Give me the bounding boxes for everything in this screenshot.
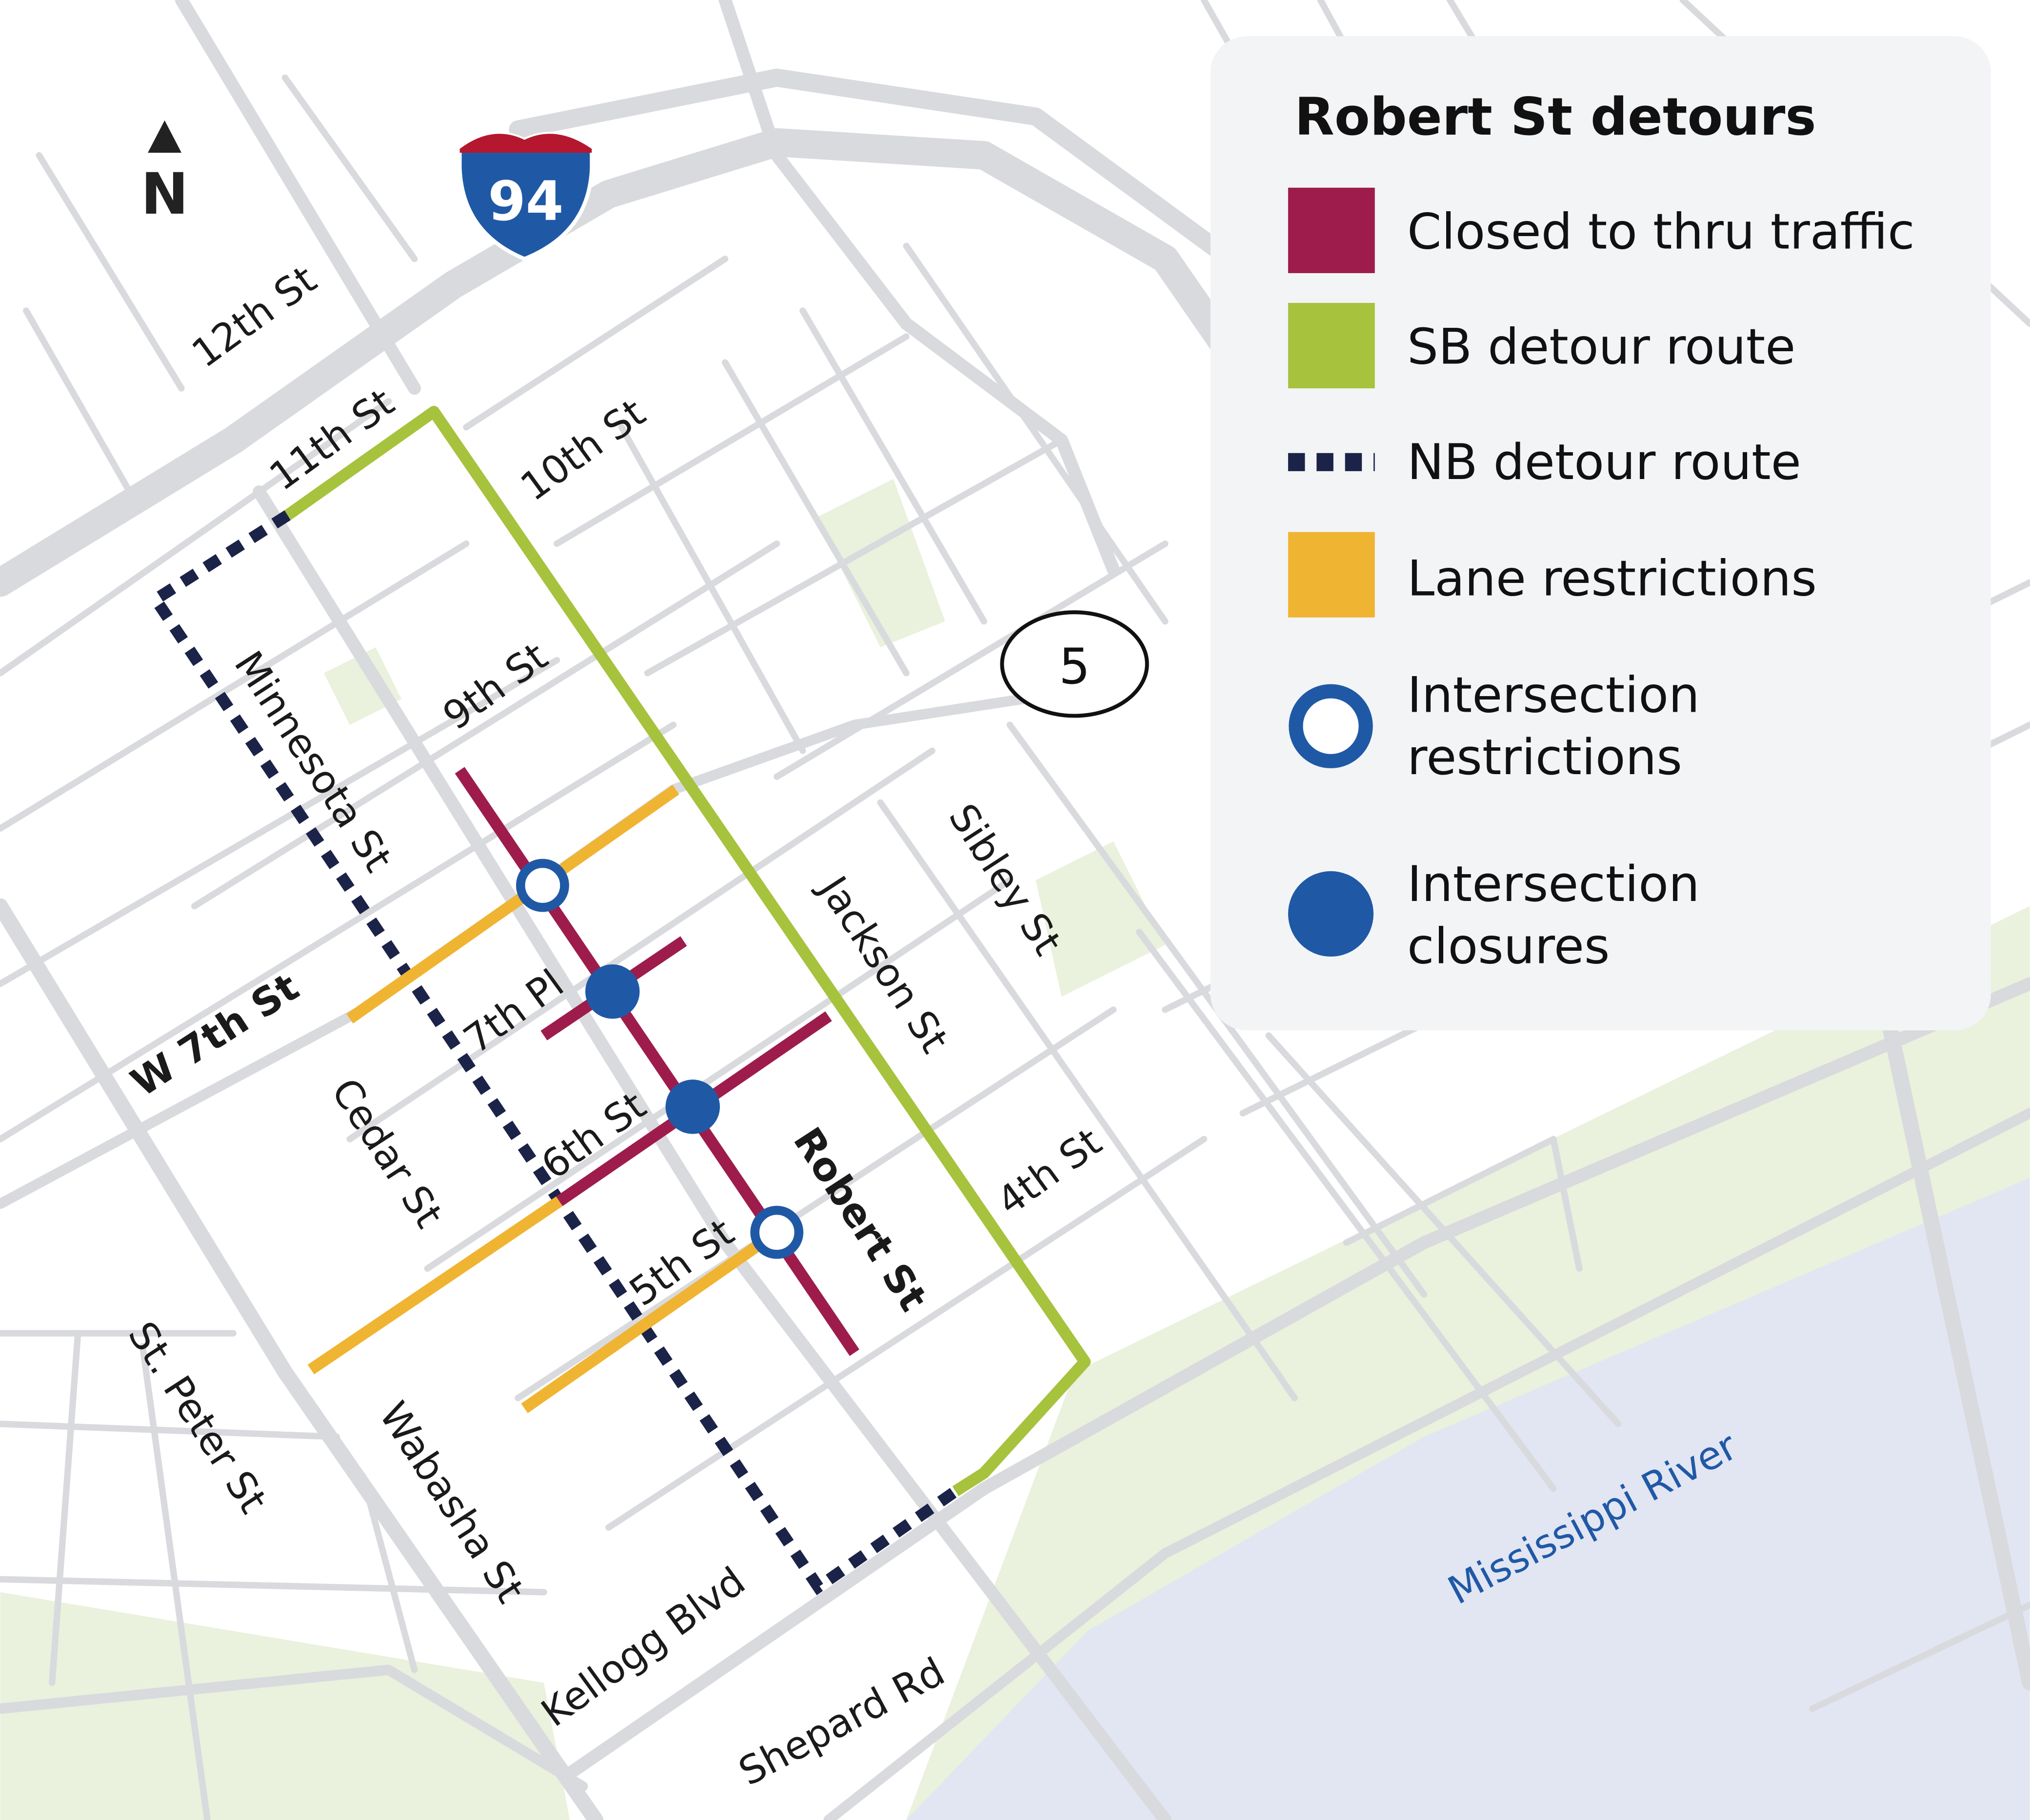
legend-sb-swatch	[1288, 302, 1375, 389]
north-arrow: N	[141, 120, 189, 227]
interstate-94-shield-icon: 94	[458, 132, 594, 261]
sb-detour-route	[284, 405, 1091, 1497]
legend-nb-label: NB detour route	[1407, 433, 1801, 491]
legend-filled-circle-icon	[1288, 871, 1374, 957]
lane-restrictions	[307, 784, 780, 1413]
svg-text:N: N	[141, 161, 189, 227]
intersection-restriction-icon	[750, 1205, 804, 1259]
intersection-closure-icon	[665, 1080, 720, 1134]
highway-5-shield-icon: 5	[1000, 610, 1149, 718]
legend-sb-label: SB detour route	[1407, 318, 1795, 376]
legend-lane-label: Lane restrictions	[1407, 550, 1817, 607]
legend-restrictions-label-1: Intersection	[1407, 666, 1700, 723]
legend: Robert St detours Closed to thru traffic…	[1210, 36, 1991, 1031]
north-arrow-icon	[148, 120, 182, 153]
svg-text:5: 5	[1059, 638, 1090, 695]
legend-closed-label: Closed to thru traffic	[1407, 202, 1915, 260]
svg-text:94: 94	[488, 170, 563, 233]
legend-closures-label-1: Intersection	[1407, 855, 1700, 913]
intersection-closure-icon	[585, 964, 640, 1019]
legend-restrictions-label-2: restrictions	[1407, 728, 1682, 786]
legend-title: Robert St detours	[1294, 87, 1816, 147]
legend-closed-swatch	[1288, 187, 1375, 273]
legend-closures-label-2: closures	[1407, 917, 1610, 975]
intersection-restriction-icon	[516, 859, 569, 912]
mississippi-river	[906, 1178, 2030, 1820]
legend-lane-swatch	[1288, 532, 1375, 618]
legend-open-circle-icon	[1289, 684, 1373, 768]
